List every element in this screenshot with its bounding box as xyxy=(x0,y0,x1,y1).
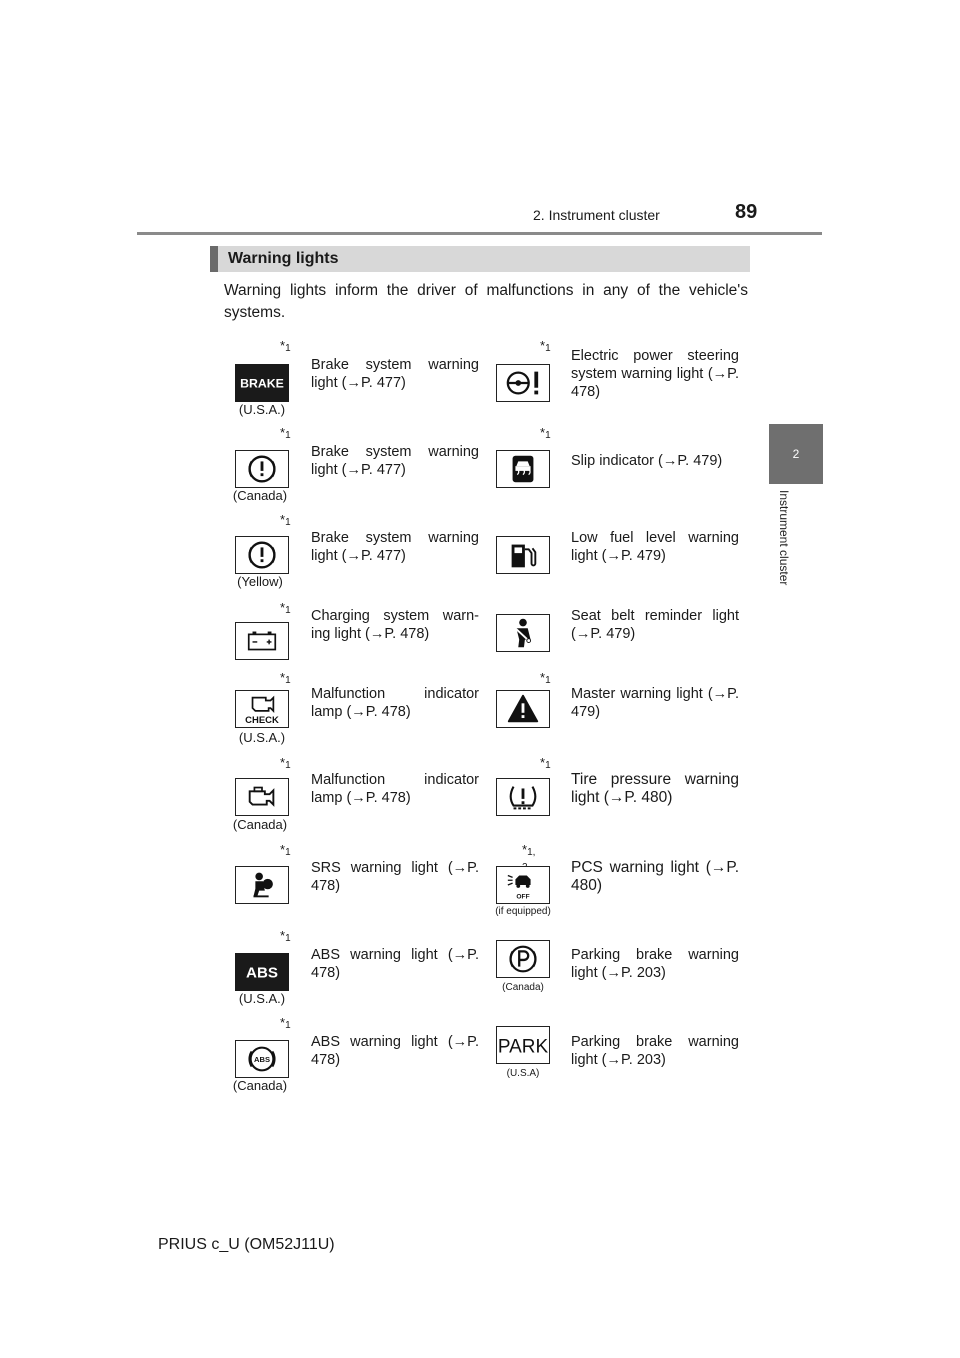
abs-icon-text: ABS xyxy=(246,965,278,982)
page-number: 89 xyxy=(735,201,758,223)
footnote-marker: *1 xyxy=(540,670,551,686)
footnote-marker: *1 xyxy=(280,425,291,441)
warning-description: Master warning light (→P. 479) xyxy=(571,686,739,720)
brake-circle-exclamation-yellow-icon xyxy=(235,536,289,574)
battery-icon xyxy=(235,622,289,660)
warning-description: Brake system warning light (→P. 477) xyxy=(311,530,479,564)
warning-description: PCS warning light (→P. 480) xyxy=(571,859,739,894)
warning-description: Parking brake warning light (→P. 203) xyxy=(571,947,739,981)
warning-description: Seat belt reminder light (→P. 479) xyxy=(571,608,739,642)
engine-icon xyxy=(235,778,289,816)
pcs-off-icon: OFF xyxy=(496,866,550,904)
region-label: (Canada) xyxy=(232,817,288,832)
footnote-marker: *1 xyxy=(280,600,291,616)
footnote-marker: *1 xyxy=(280,1015,291,1031)
footnote-marker: *1 xyxy=(280,512,291,528)
footnote-marker: *1 xyxy=(280,755,291,771)
abs-text-icon: ABS xyxy=(235,953,289,991)
check-icon-text: CHECK xyxy=(245,715,279,726)
warning-description: Parking brake warning light (→P. 203) xyxy=(571,1034,739,1068)
warning-description: Malfunction indicator lamp (→P. 478) xyxy=(311,772,479,806)
chapter-tab-label: Instrument cluster xyxy=(777,490,791,586)
footnote-marker: *1 xyxy=(280,842,291,858)
footnote-marker: *1 xyxy=(280,928,291,944)
footer-model: PRIUS c_U (OM52J11U) xyxy=(158,1236,335,1253)
region-label: (U.S.A.) xyxy=(238,991,286,1006)
master-warning-icon xyxy=(496,690,550,728)
footnote-marker: *1 xyxy=(280,338,291,354)
footnote-marker: *1 xyxy=(540,425,551,441)
equipment-label: (if equipped) xyxy=(495,906,551,917)
park-icon-text: PARK xyxy=(498,1037,549,1058)
warning-description: ABS warning light (→P. 478) xyxy=(311,947,479,981)
section-title-bar: Warning lights xyxy=(210,246,750,272)
header-section: 2. Instrument cluster xyxy=(533,207,660,223)
brake-icon-text: BRAKE xyxy=(240,377,284,391)
region-label: (Canada) xyxy=(502,982,544,993)
warning-description: ABS warning light (→P. 478) xyxy=(311,1034,479,1068)
warning-description: Brake system warning light (→P. 477) xyxy=(311,444,479,478)
warning-description: Charging system warn-ing light (→P. 478) xyxy=(311,608,479,642)
park-text-icon: PARK xyxy=(496,1026,550,1064)
header-rule xyxy=(137,232,822,235)
warning-description: Slip indicator (→P. 479) xyxy=(571,453,723,469)
seat-belt-icon xyxy=(496,614,550,652)
region-label: (U.S.A.) xyxy=(238,730,286,745)
warning-description: Brake system warning light (→P. 477) xyxy=(311,357,479,391)
brake-circle-exclamation-icon xyxy=(235,450,289,488)
footnote-marker: *1 xyxy=(540,338,551,354)
steering-warning-icon xyxy=(496,364,550,402)
slip-indicator-icon xyxy=(496,450,550,488)
section-title: Warning lights xyxy=(228,250,339,267)
warning-description: SRS warning light (→P. 478) xyxy=(311,860,479,894)
section-intro: Warning lights inform the driver of malf… xyxy=(224,282,748,321)
region-label: (Yellow) xyxy=(237,574,283,589)
off-icon-text: OFF xyxy=(516,893,529,900)
warning-description: Malfunction indicator lamp (→P. 478) xyxy=(311,686,479,720)
brake-text-icon: BRAKE xyxy=(235,364,289,402)
tire-pressure-icon xyxy=(496,778,550,816)
engine-check-icon: CHECK xyxy=(235,690,289,728)
footnote-marker: *1 xyxy=(280,670,291,686)
srs-airbag-icon xyxy=(235,866,289,904)
footnote-marker: *1 xyxy=(540,755,551,771)
fuel-pump-icon xyxy=(496,536,550,574)
parking-brake-p-icon xyxy=(496,940,550,978)
region-label: (Canada) xyxy=(232,488,288,503)
chapter-tab[interactable]: 2 xyxy=(769,424,823,484)
region-label: (U.S.A) xyxy=(506,1068,540,1079)
region-label: (Canada) xyxy=(232,1078,288,1093)
warning-description: Electric power steering system warning l… xyxy=(571,348,739,400)
warning-description: Low fuel level warning light (→P. 479) xyxy=(571,530,739,564)
region-label: (U.S.A.) xyxy=(238,402,286,417)
warning-description: Tire pressure warning light (→P. 480) xyxy=(571,771,739,806)
abs-circle-icon: ABS xyxy=(235,1040,289,1078)
abs-circle-icon-text: ABS xyxy=(254,1055,270,1064)
